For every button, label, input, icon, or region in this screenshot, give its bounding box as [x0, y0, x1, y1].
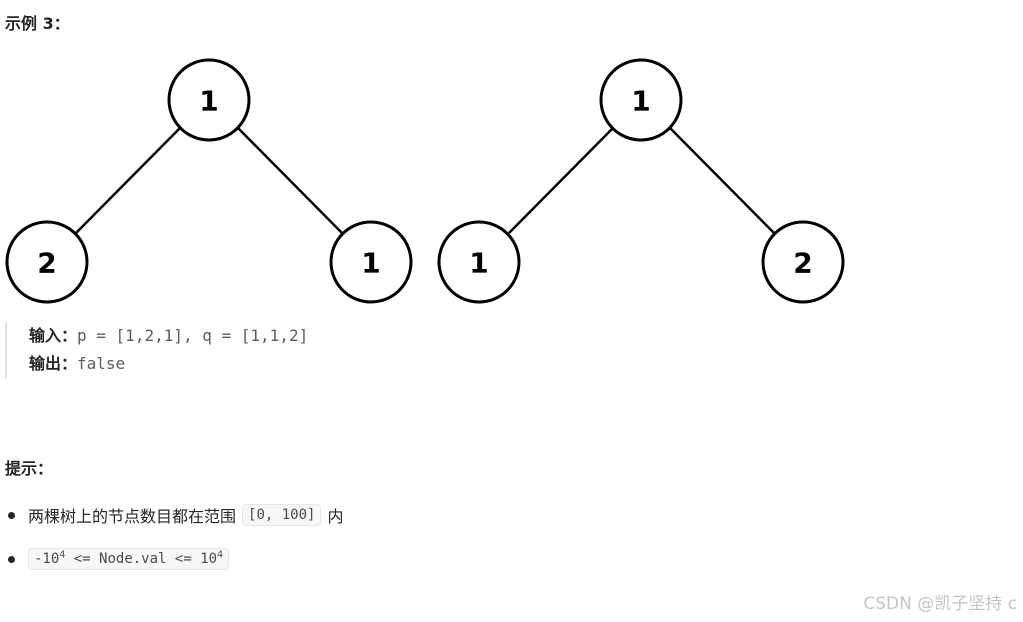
node-value: 1	[199, 85, 218, 118]
output-value: false	[77, 354, 126, 373]
node-value: 1	[469, 247, 488, 280]
hint-item-node-count: 两棵树上的节点数目都在范围 [0, 100] 内	[5, 503, 343, 527]
tree-2-left-node: 1	[437, 220, 521, 304]
output-label: 输出：	[29, 354, 78, 373]
csdn-watermark: CSDN @凯子坚持 c	[863, 594, 1017, 614]
input-label: 输入：	[29, 326, 78, 345]
tree-1-edge-left	[75, 127, 181, 234]
tree-2-edge-left	[508, 127, 614, 234]
code-middle: <= Node.val <= 10	[65, 551, 218, 567]
hint-text: 两棵树上的节点数目都在范围	[28, 507, 237, 526]
hints-heading: 提示：	[5, 459, 54, 478]
hint-text-suffix: 内	[327, 507, 344, 526]
node-value: 1	[631, 85, 650, 118]
tree-1-root-node: 1	[167, 58, 251, 142]
example-heading: 示例 3：	[5, 14, 70, 33]
tree-2-edge-right	[669, 127, 775, 234]
hint-item-value-range: -104 <= Node.val <= 104	[5, 548, 235, 570]
tree-2-root-node: 1	[599, 58, 683, 142]
tree-1-edge-right	[237, 127, 343, 234]
tree-figure: 1 2 1 1 1 2	[5, 58, 845, 304]
input-value: p = [1,2,1], q = [1,1,2]	[77, 326, 309, 345]
inline-code-value-range: -104 <= Node.val <= 104	[28, 548, 230, 570]
code-prefix: -10	[34, 551, 60, 567]
node-value: 2	[37, 247, 56, 280]
node-value: 2	[793, 247, 812, 280]
tree-1-left-node: 2	[5, 220, 89, 304]
example-output-line: 输出：false	[29, 350, 308, 378]
code-exponent-1: 4	[59, 549, 66, 561]
inline-code-range: [0, 100]	[242, 504, 322, 526]
example-io-block: 输入：p = [1,2,1], q = [1,1,2] 输出：false	[5, 322, 308, 378]
bullet-icon	[8, 555, 15, 563]
node-value: 1	[361, 247, 380, 280]
tree-2-right-node: 2	[761, 220, 845, 304]
bullet-icon	[8, 511, 15, 519]
example-input-line: 输入：p = [1,2,1], q = [1,1,2]	[29, 322, 308, 350]
tree-1-right-node: 1	[329, 220, 413, 304]
code-exponent-2: 4	[217, 549, 224, 561]
